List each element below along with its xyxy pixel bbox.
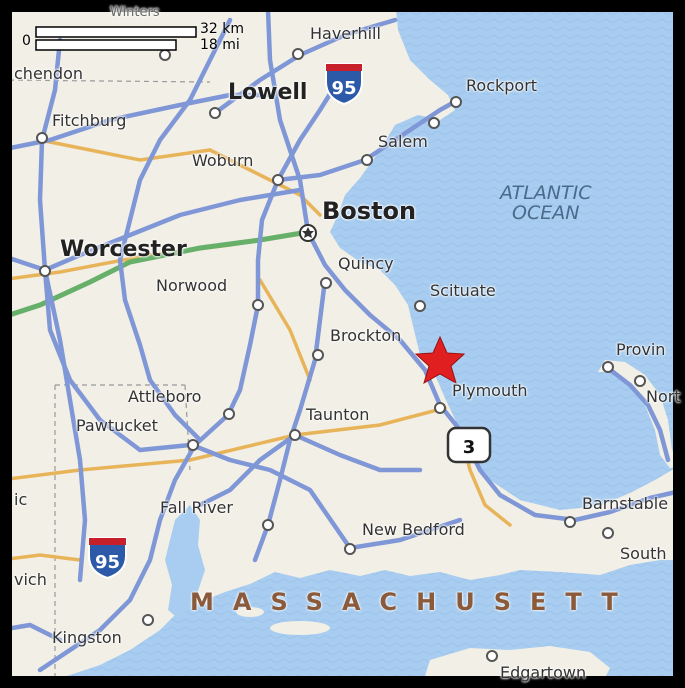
city-label-provincetown[interactable]: Provin — [616, 340, 666, 359]
city-label-barnstable[interactable]: Barnstable — [582, 494, 669, 513]
city-dots — [36, 48, 646, 662]
city-label-south[interactable]: South — [620, 544, 667, 563]
city-label-attleboro[interactable]: Attleboro — [128, 387, 202, 406]
capital-star-icon — [302, 227, 314, 238]
city-label-fitchburg[interactable]: Fitchburg — [52, 111, 127, 130]
i95-shield-south[interactable]: 95 — [88, 537, 127, 580]
state-label-massachusetts: MASSACHUSETT — [190, 588, 637, 616]
ocean-label-line2: OCEAN — [512, 201, 580, 224]
island — [270, 621, 330, 635]
city-label-pawtucket[interactable]: Pawtucket — [76, 416, 158, 435]
city-label-woburn[interactable]: Woburn — [192, 151, 254, 170]
city-label-quincy[interactable]: Quincy — [338, 254, 394, 273]
city-label-north[interactable]: Nort — [646, 387, 681, 406]
city-label-worcester[interactable]: Worcester — [60, 237, 187, 262]
city-label-plymouth[interactable]: Plymouth — [452, 381, 528, 400]
i95-north-number: 95 — [331, 78, 356, 99]
scale-bar — [35, 26, 197, 51]
city-label-haverhill[interactable]: Haverhill — [310, 24, 381, 43]
route3-shield[interactable]: 3 — [446, 426, 492, 464]
city-label-brockton[interactable]: Brockton — [330, 326, 402, 345]
location-star-marker[interactable] — [414, 335, 466, 385]
island — [236, 607, 264, 617]
city-label-winchendon[interactable]: chendon — [14, 64, 84, 83]
city-label-rockport[interactable]: Rockport — [466, 76, 538, 95]
city-label-salem[interactable]: Salem — [378, 132, 428, 151]
ocean-label: ATLANTIC OCEAN — [500, 182, 592, 224]
scale-mi: 18 mi — [200, 37, 240, 53]
city-label-fall-river[interactable]: Fall River — [160, 498, 233, 517]
city-label-taunton[interactable]: Taunton — [306, 405, 370, 424]
ocean-label-line1: ATLANTIC — [500, 182, 592, 204]
narragansett-bay — [165, 505, 205, 620]
city-label-minor-top: Winters — [110, 5, 160, 20]
scale-km: 32 km — [200, 21, 245, 37]
city-label-scituate[interactable]: Scituate — [430, 281, 496, 300]
scale-zero: 0 — [22, 33, 31, 49]
city-label-lowell[interactable]: Lowell — [228, 80, 308, 105]
city-label-new-bedford[interactable]: New Bedford — [362, 520, 465, 539]
state-boundary — [0, 79, 211, 688]
i95-shield-north[interactable]: 95 — [325, 63, 363, 106]
city-label-kingston[interactable]: Kingston — [52, 628, 122, 647]
city-label-edgartown[interactable]: Edgartown — [500, 663, 587, 682]
city-label-norwood[interactable]: Norwood — [156, 276, 228, 295]
i95-south-number: 95 — [95, 552, 120, 573]
route3-number: 3 — [463, 437, 476, 458]
city-label-ic: ic — [14, 490, 28, 509]
city-label-norwich[interactable]: vich — [14, 570, 47, 589]
city-label-boston[interactable]: Boston — [322, 197, 417, 225]
